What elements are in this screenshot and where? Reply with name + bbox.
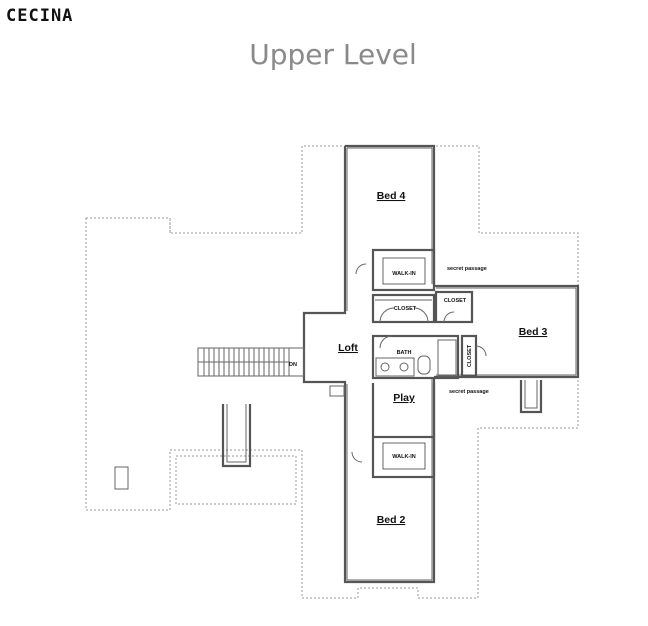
room-label-closet-right: CLOSET (444, 298, 467, 304)
walk-in-closet-top (355, 248, 436, 292)
room-label-bed-3: Bed 3 (519, 326, 548, 338)
walk-in-closet-bottom (351, 435, 436, 479)
brand-logo: CECINA (6, 6, 74, 26)
play-partition (371, 383, 436, 437)
exterior-walls (302, 144, 580, 584)
room-label-bed-4: Bed 4 (377, 190, 406, 202)
closet-vertical (460, 334, 487, 378)
label-secret-passage-top: secret passage (447, 266, 487, 272)
room-label-walk-in-top: WALK-IN (392, 271, 416, 277)
room-label-play: Play (393, 392, 415, 404)
room-label-bed-2: Bed 2 (377, 514, 406, 526)
closet-right (434, 290, 474, 324)
bathroom (371, 334, 460, 380)
room-label-closet-vertical: CLOSET (467, 344, 473, 367)
label-stair-down: DN (289, 362, 297, 368)
room-label-closet-top: CLOSET (394, 306, 417, 312)
floor-plan-title: Upper Level (249, 38, 417, 71)
closet-top (371, 293, 436, 324)
room-label-walk-in-bottom: WALK-IN (392, 454, 416, 460)
room-label-loft: Loft (338, 342, 358, 354)
porch-columns (114, 380, 543, 490)
roof-outline (85, 145, 579, 599)
room-label-bath: BATH (397, 350, 412, 356)
label-secret-passage-bottom: secret passage (449, 389, 489, 395)
staircase (197, 347, 305, 377)
